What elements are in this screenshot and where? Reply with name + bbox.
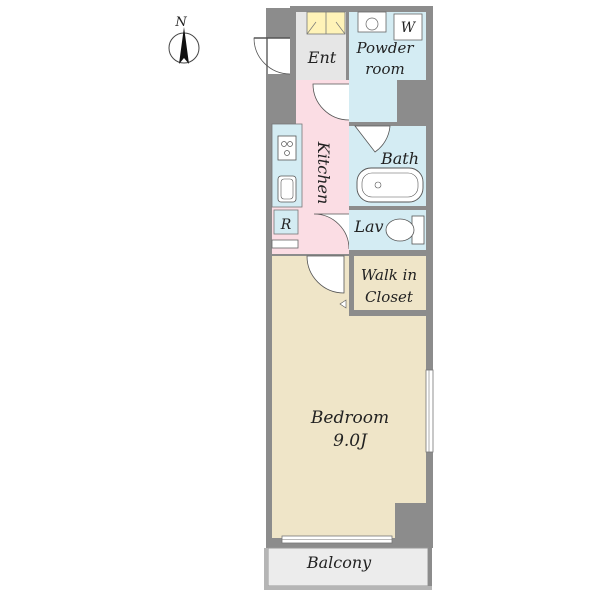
powder-room-label-2: room [365,60,404,78]
lavatory-label: Lav [353,217,383,236]
balcony-label: Balcony [306,553,372,572]
bedroom-door[interactable] [306,255,345,294]
bathtub-icon [356,167,424,203]
kitchen-lower-door[interactable] [313,213,350,250]
bedroom-size-label: 9.0J [333,431,368,451]
sink-icon [277,175,297,203]
bedroom-label: Bedroom [310,408,389,428]
north-arrow-icon: N [168,15,200,64]
entrance-label: Ent [307,48,337,67]
powder-room-label-1: Powder [355,39,414,57]
refrigerator-space [273,209,299,235]
kitchen-label: Kitchen [314,141,333,205]
stove-icon [277,135,297,161]
kitchen-upper-door[interactable] [312,83,350,121]
entrance-door[interactable] [253,37,291,75]
washer-space [393,13,423,41]
bath-door[interactable] [354,125,391,153]
washer-label: W [401,20,417,36]
closet-label-2: Closet [365,288,414,306]
refrigerator-label: R [280,217,292,233]
closet-label-1: Walk in [361,266,417,284]
bath-label: Bath [380,149,419,168]
toilet-tank [357,11,387,33]
north-label: N [174,15,187,30]
